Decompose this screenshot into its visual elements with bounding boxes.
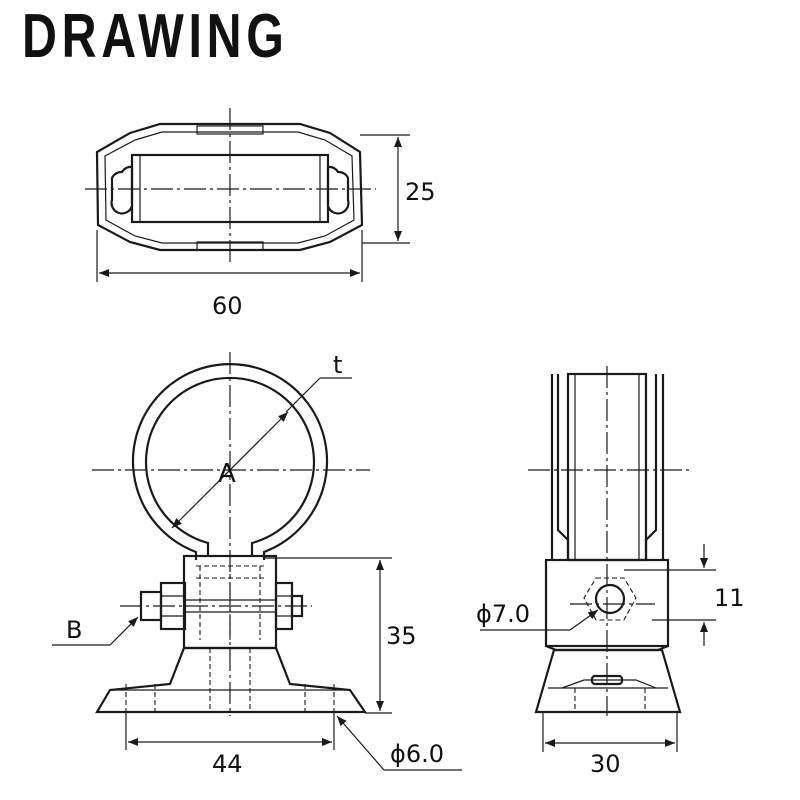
dim-side-offset: 11 (714, 584, 745, 612)
dim-ring-diameter: A (218, 459, 236, 489)
dim-side-width: 30 (590, 750, 621, 778)
page-title: DRAWING (22, 2, 289, 71)
front-view (52, 352, 462, 771)
side-view (480, 366, 716, 752)
dim-base-hole: ϕ6.0 (390, 740, 444, 768)
dim-top-width: 60 (212, 292, 243, 320)
top-view (85, 108, 410, 282)
dim-front-height: 35 (386, 622, 417, 650)
dim-thickness: t (333, 351, 342, 379)
dim-top-height: 25 (405, 178, 436, 206)
dim-side-hole: ϕ7.0 (476, 600, 530, 628)
dim-bolt: B (66, 616, 82, 644)
dim-front-base-width: 44 (212, 750, 243, 778)
